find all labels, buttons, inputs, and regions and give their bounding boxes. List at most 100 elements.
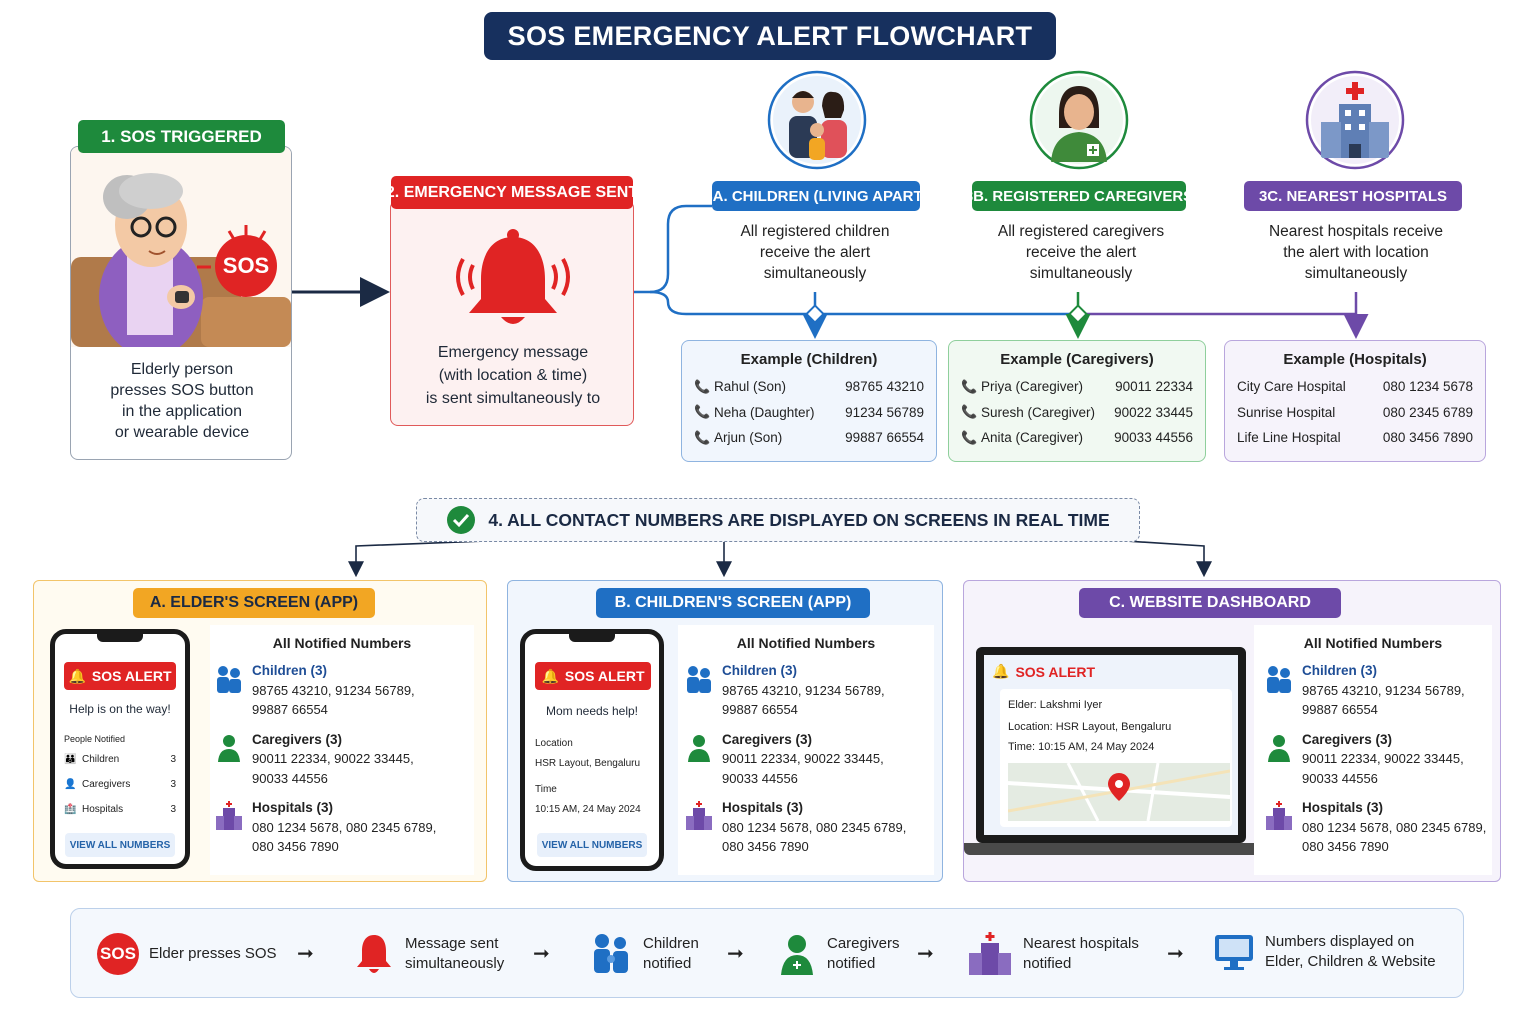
children-icon: 👪 — [64, 754, 77, 765]
children-phone: 🔔SOS ALERT Mom needs help! Location HSR … — [520, 629, 664, 871]
contact-row: 📞Priya (Caregiver)90011 22334 — [961, 378, 1193, 395]
caregiver-avatar — [1029, 70, 1129, 170]
alert-rays-icon — [197, 225, 267, 269]
caregivers-group: Caregivers (3)90011 22334, 90022 33445,9… — [214, 730, 474, 789]
hospital-icon — [969, 932, 1011, 975]
hospitals-example-title: Example (Hospitals) — [1283, 351, 1427, 368]
elder-screen-panel: 🔔SOS ALERT Help is on the way! People No… — [33, 580, 487, 882]
screen-a-tag: A. ELDER'S SCREEN (APP) — [133, 588, 375, 618]
caregivers-example-title: Example (Caregivers) — [1000, 351, 1154, 368]
step3a-tag: 3A. CHILDREN (LIVING APART) — [704, 181, 928, 211]
step2-tag: 2. EMERGENCY MESSAGE SENT — [386, 176, 638, 209]
hospitals-group: Hospitals (3)080 1234 5678, 080 2345 678… — [1264, 798, 1492, 857]
children-message: Mom needs help! — [545, 704, 639, 718]
hospitals-group: Hospitals (3)080 1234 5678, 080 2345 678… — [214, 798, 474, 857]
arrow-icon: ➞ — [1167, 943, 1184, 965]
map-view — [1008, 763, 1230, 821]
notified-header: All Notified Numbers — [272, 635, 412, 651]
children-group: Children (3)98765 43210, 91234 56789,998… — [1264, 661, 1492, 720]
contact-row: 📞Rahul (Son)98765 43210 — [694, 378, 924, 395]
step4-text: 4. ALL CONTACT NUMBERS ARE DISPLAYED ON … — [488, 509, 1110, 530]
hospitals-group: Hospitals (3)080 1234 5678, 080 2345 678… — [684, 798, 934, 857]
caregivers-example-box: Example (Caregivers) 📞Priya (Caregiver)9… — [948, 340, 1206, 462]
location-text: Location: HSR Layout, Bengaluru — [1008, 721, 1172, 733]
phone-icon: 📞 — [694, 404, 711, 420]
children-group: Children (3)98765 43210, 91234 56789,998… — [214, 661, 474, 720]
step4-banner: 4. ALL CONTACT NUMBERS ARE DISPLAYED ON … — [416, 498, 1140, 542]
elder-message: Help is on the way! — [69, 702, 171, 716]
children-icon — [1264, 661, 1294, 720]
bell-icon: 🔔 — [992, 663, 1010, 679]
flow-step-sos: SOS Elder presses SOS — [97, 933, 277, 975]
phone-icon: 📞 — [961, 404, 978, 420]
contact-row: 📞Anita (Caregiver)90033 44556 — [961, 429, 1193, 446]
sos-alert-header: 🔔SOS ALERT — [992, 663, 1096, 680]
bell-icon: 🔔 — [68, 667, 86, 684]
elderly-person-illustration — [71, 147, 291, 347]
family-avatar — [767, 70, 867, 170]
people-notified-label: People Notified — [64, 734, 126, 744]
hospital-avatar — [1305, 70, 1405, 170]
step2-description: Emergency message(with location & time)i… — [425, 344, 601, 407]
step3b-tag: 3B. REGISTERED CAREGIVERS — [965, 181, 1193, 211]
check-circle-icon — [447, 506, 476, 534]
bell-icon — [357, 935, 391, 973]
bell-icon: 🔔 — [541, 667, 559, 684]
contact-row: 📞Suresh (Caregiver)90022 33445 — [961, 404, 1193, 420]
children-example-box: Example (Children) 📞Rahul (Son)98765 432… — [681, 340, 937, 462]
arrow-icon: ➞ — [727, 943, 744, 965]
hospital-icon — [214, 798, 244, 857]
step3c-tag: 3C. NEAREST HOSPITALS — [1244, 181, 1462, 211]
caregivers-group: Caregivers (3)90011 22334, 90022 33445,9… — [684, 730, 934, 789]
notified-numbers-panel: All Notified Numbers Children (3)98765 4… — [1254, 625, 1492, 875]
bell-icon — [456, 229, 570, 324]
step2-box: Emergency message(with location & time)i… — [390, 200, 634, 426]
phone-icon: 📞 — [694, 378, 711, 394]
time-value: 10:15 AM, 24 May 2024 — [535, 804, 641, 815]
sos-alert-banner: 🔔SOS ALERT — [64, 662, 176, 690]
caregiver-icon — [1264, 730, 1294, 789]
view-all-numbers-button[interactable]: VIEW ALL NUMBERS — [65, 833, 175, 857]
website-dashboard-panel: 🔔SOS ALERT Elder: Lakshmi Iyer Location:… — [963, 580, 1501, 882]
children-icon — [684, 661, 714, 720]
alert-details-card: Elder: Lakshmi Iyer Location: HSR Layout… — [1000, 689, 1232, 827]
contact-row: 📞Neha (Daughter)91234 56789 — [694, 404, 924, 420]
time-text: Time: 10:15 AM, 24 May 2024 — [1008, 741, 1155, 753]
laptop-screen: 🔔SOS ALERT Elder: Lakshmi Iyer Location:… — [976, 647, 1246, 843]
view-all-numbers-button[interactable]: VIEW ALL NUMBERS — [537, 833, 647, 857]
phone-icon: 📞 — [961, 429, 978, 445]
screen-b-tag: B. CHILDREN'S SCREEN (APP) — [596, 588, 870, 618]
sos-icon: SOS — [97, 933, 139, 975]
hospital-icon — [1264, 798, 1294, 857]
arrow-icon: ➞ — [917, 943, 934, 965]
laptop-base — [964, 843, 1266, 855]
page-title: SOS EMERGENCY ALERT FLOWCHART — [484, 12, 1056, 60]
monitor-icon — [1215, 935, 1253, 970]
arrow-icon: ➞ — [297, 943, 314, 965]
phone-icon: 📞 — [961, 378, 978, 394]
children-example-title: Example (Children) — [740, 351, 878, 368]
notified-numbers-panel: All Notified Numbers Children (3)98765 4… — [210, 625, 474, 875]
arrow-icon: ➞ — [533, 943, 550, 965]
caregiver-icon — [214, 730, 244, 789]
phone-icon: 📞 — [694, 429, 711, 445]
screen-c-tag: C. WEBSITE DASHBOARD — [1079, 588, 1341, 618]
caregiver-icon — [781, 935, 813, 975]
contact-row: 📞Arjun (Son)99887 66554 — [694, 429, 924, 446]
